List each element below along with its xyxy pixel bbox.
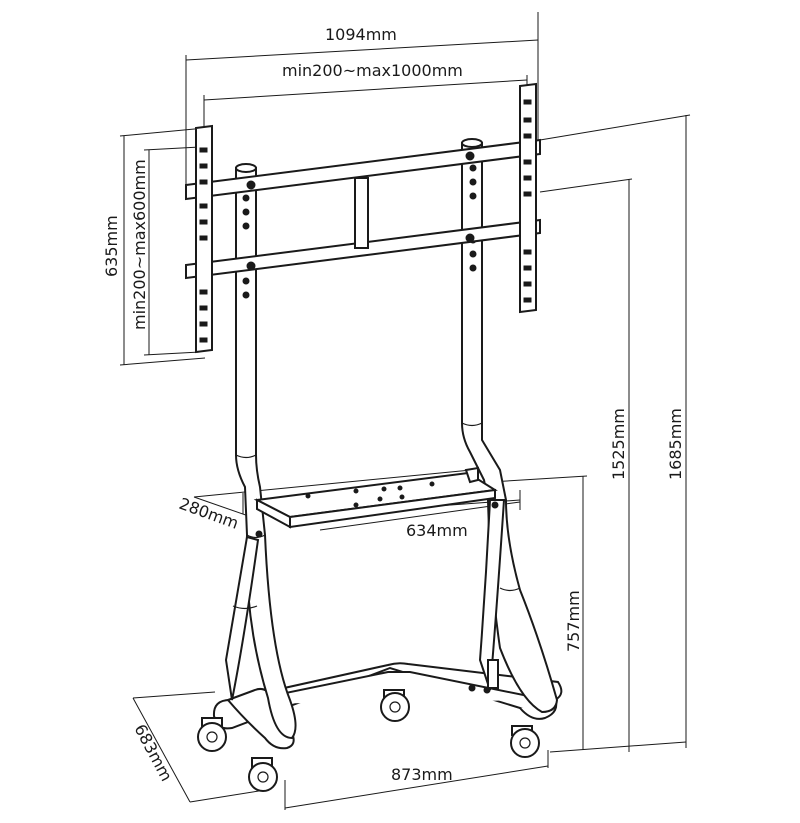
height-to-bracket-label: 1525mm xyxy=(609,408,628,480)
shelf xyxy=(253,466,498,529)
caster-rear-middle xyxy=(380,689,410,722)
dimension-lines xyxy=(119,12,691,810)
shelf-width-label: 634mm xyxy=(406,521,468,540)
right-vesa-bracket xyxy=(519,82,537,314)
vesa-horizontal-label: min200~max1000mm xyxy=(282,61,463,80)
stand-left-column xyxy=(224,163,297,740)
stand-base-frame xyxy=(212,662,563,750)
bracket-height-label: 635mm xyxy=(102,215,121,277)
mount-arms xyxy=(185,138,541,280)
shelf-height-label: 757mm xyxy=(564,590,583,652)
caster-front-left xyxy=(197,717,227,752)
base-depth-label: 683mm xyxy=(130,721,176,784)
stand-right-column xyxy=(461,138,559,714)
vesa-vertical-label: min200~max600mm xyxy=(130,159,149,330)
shelf-depth-label: 280mm xyxy=(177,494,241,533)
caster-front-middle xyxy=(248,757,278,792)
left-vesa-bracket xyxy=(195,124,213,354)
base-width-label: 873mm xyxy=(391,765,453,784)
caster-rear-right xyxy=(510,725,540,758)
overall-width-label: 1094mm xyxy=(325,25,397,44)
overall-height-label: 1685mm xyxy=(666,408,685,480)
